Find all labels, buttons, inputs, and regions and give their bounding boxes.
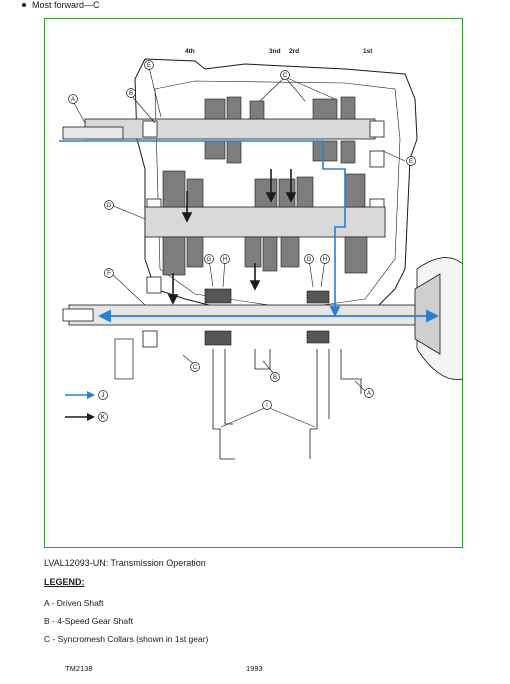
svg-text:I: I: [266, 403, 268, 409]
callout-h2: H: [320, 254, 330, 264]
transmission-figure: 4th 3nd 2rd 1st A B E C E D F G H G H C …: [44, 18, 463, 548]
svg-text:E: E: [147, 63, 151, 69]
shift-forks: [212, 349, 362, 460]
label-2nd: 2rd: [289, 48, 299, 55]
legend-item-a: A - Driven Shaft: [44, 598, 104, 608]
power-flow-path: [59, 140, 346, 315]
housing-outline: [134, 58, 418, 320]
svg-text:D: D: [107, 203, 112, 209]
callout-f: F: [104, 268, 114, 278]
key-k: K: [65, 412, 108, 422]
lever-left: [114, 338, 134, 380]
callout-i: I: [262, 400, 272, 410]
label-4th: 4th: [185, 48, 195, 55]
callout-c2: C: [190, 362, 200, 372]
callout-e1: E: [144, 60, 154, 70]
key-j: J: [65, 390, 108, 400]
bullet-line: Most forward—C: [22, 0, 100, 10]
gear-labels: 4th 3nd 2rd 1st: [185, 48, 373, 55]
svg-text:H: H: [223, 257, 227, 263]
callout-c1: C: [280, 70, 290, 80]
svg-text:A: A: [367, 391, 371, 397]
callout-a2: A: [364, 388, 374, 398]
svg-text:J: J: [102, 393, 105, 399]
legend-item-c: C - Syncromesh Collars (shown in 1st gea…: [44, 634, 209, 644]
svg-text:B: B: [129, 91, 133, 97]
bullet-text: Most forward—C: [32, 0, 100, 10]
svg-text:B: B: [273, 375, 277, 381]
leader-lines: [72, 66, 406, 428]
bullet-dot: [22, 3, 26, 7]
callout-a1: A: [68, 94, 78, 104]
svg-text:H: H: [323, 257, 327, 263]
svg-text:A: A: [71, 97, 75, 103]
transmission-diagram: 4th 3nd 2rd 1st A B E C E D F G H G H C …: [59, 48, 462, 460]
label-3rd: 3nd: [269, 48, 281, 55]
shaft-d: [144, 206, 386, 238]
svg-text:C: C: [283, 73, 288, 79]
label-1st: 1st: [363, 48, 373, 55]
legend-title: LEGEND:: [44, 577, 85, 587]
housing-inner: [154, 80, 401, 310]
legend-item-b: B - 4-Speed Gear Shaft: [44, 616, 133, 626]
svg-text:K: K: [101, 415, 105, 421]
svg-text:G: G: [207, 257, 212, 263]
middle-gears: [162, 170, 368, 276]
power-flow-output: [97, 306, 440, 323]
svg-text:F: F: [107, 271, 111, 277]
shaft-a-input: [62, 126, 124, 140]
svg-text:C: C: [193, 365, 198, 371]
shaft-f: [68, 304, 440, 326]
callout-h1: H: [220, 254, 230, 264]
callout-b1: B: [126, 88, 136, 98]
syncro-collars: [204, 288, 330, 346]
callout-d: D: [104, 200, 114, 210]
shaft-b: [84, 118, 376, 140]
output-shaft-end: [62, 308, 94, 322]
top-gears: [204, 96, 356, 164]
svg-text:G: G: [307, 257, 312, 263]
force-arrows: [167, 169, 297, 305]
callout-g2: G: [304, 254, 314, 264]
callout-g1: G: [204, 254, 214, 264]
callouts: A B E C E D F G H G H C B A I: [68, 60, 416, 410]
figure-caption: LVAL12093-UN: Transmission Operation: [44, 558, 206, 568]
callout-e2: E: [406, 156, 416, 166]
svg-text:E: E: [409, 159, 413, 165]
footer-page-number: 1993: [246, 664, 263, 673]
callout-b2: B: [270, 372, 280, 382]
footer-doc-id: TM2138: [65, 664, 93, 673]
